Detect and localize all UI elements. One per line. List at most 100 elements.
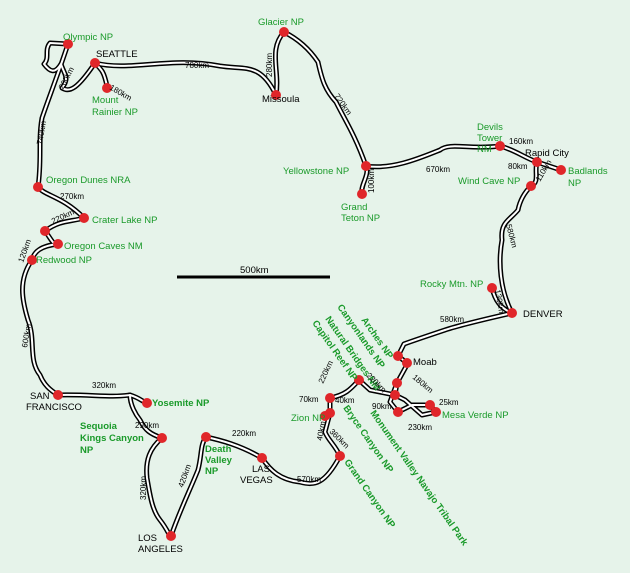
park-wind-cave: Wind Cave NP bbox=[458, 176, 520, 187]
marker-rapid-city bbox=[532, 157, 542, 167]
marker-wind-cave bbox=[526, 181, 536, 191]
distance-label: 280km bbox=[265, 53, 274, 77]
city-moab: Moab bbox=[413, 357, 437, 368]
park-devils-tower: NM bbox=[477, 144, 492, 155]
marker-oregon-dunes bbox=[33, 182, 43, 192]
distance-label: 70km bbox=[299, 395, 319, 404]
park-badlands: NP bbox=[568, 178, 581, 189]
distance-label: 580km bbox=[440, 315, 464, 324]
marker-capitol-reef bbox=[354, 375, 364, 385]
scale-bar-label: 500km bbox=[240, 265, 269, 276]
distance-label: 320km bbox=[139, 476, 148, 500]
park-teton: Teton NP bbox=[341, 213, 380, 224]
distance-label: 160km bbox=[509, 137, 533, 146]
city-san-francisco: FRANCISCO bbox=[26, 402, 82, 413]
city-san-francisco: SAN bbox=[30, 391, 50, 402]
park-zion: Zion NP bbox=[291, 413, 325, 424]
marker-death-valley bbox=[201, 432, 211, 442]
distance-label: 570km bbox=[297, 475, 321, 484]
city-las-vegas: LAS bbox=[252, 464, 270, 475]
park-death-valley: Death bbox=[205, 444, 232, 455]
road-segment bbox=[397, 312, 513, 364]
park-mesa-verde: Mesa Verde NP bbox=[442, 410, 509, 421]
marker-monument-valley bbox=[393, 407, 403, 417]
marker-crater-lake-2 bbox=[40, 226, 50, 236]
park-devils-tower: Devils bbox=[477, 122, 503, 133]
marker-grand-canyon bbox=[335, 451, 345, 461]
park-death-valley: NP bbox=[205, 466, 219, 477]
park-devils-tower: Tower bbox=[477, 133, 502, 144]
marker-bryce-2 bbox=[325, 408, 335, 418]
park-crater-lake: Crater Lake NP bbox=[92, 215, 157, 226]
marker-mesa-verde bbox=[425, 400, 435, 410]
distance-label: 40km bbox=[315, 420, 327, 441]
park-teton: Grand bbox=[341, 202, 367, 213]
marker-rocky bbox=[487, 283, 497, 293]
city-labels: SEATTLE Missoula Rapid City DENVER Moab … bbox=[26, 49, 569, 555]
marker-sequoia bbox=[157, 433, 167, 443]
marker-bryce bbox=[325, 393, 335, 403]
distance-label: 40km bbox=[335, 396, 355, 405]
distance-label: 230km bbox=[408, 423, 432, 432]
distance-label: 320km bbox=[92, 381, 116, 390]
marker-las-vegas bbox=[257, 453, 267, 463]
marker-crater-lake bbox=[79, 213, 89, 223]
distance-label: 600km bbox=[20, 323, 33, 349]
distance-label: 90km bbox=[372, 402, 392, 411]
road-segment bbox=[170, 436, 341, 537]
marker-los-angeles bbox=[166, 531, 176, 541]
park-redwood: Redwood NP bbox=[36, 255, 92, 266]
distance-label: 740km bbox=[35, 120, 48, 146]
park-glacier: Glacier NP bbox=[258, 17, 304, 28]
park-rocky-mountain: Rocky Mtn. NP bbox=[420, 279, 483, 290]
marker-redwood bbox=[27, 255, 37, 265]
park-yosemite: Yosemite NP bbox=[152, 398, 210, 409]
marker-yosemite bbox=[142, 398, 152, 408]
marker-arches bbox=[393, 351, 403, 361]
distance-label: 25km bbox=[439, 398, 459, 407]
marker-moab bbox=[402, 358, 412, 368]
marker-missoula bbox=[271, 90, 281, 100]
marker-devils-tower bbox=[495, 141, 505, 151]
road-segment bbox=[283, 31, 368, 195]
location-markers bbox=[27, 27, 566, 541]
park-sequoia: NP bbox=[80, 445, 94, 456]
city-los-angeles: ANGELES bbox=[138, 544, 183, 555]
park-badlands: Badlands bbox=[568, 166, 608, 177]
distance-label: 780km bbox=[185, 61, 209, 70]
park-sequoia: Sequoia bbox=[80, 421, 118, 432]
park-rainier: Mount bbox=[92, 95, 119, 106]
park-death-valley: Valley bbox=[205, 455, 233, 466]
city-missoula: Missoula bbox=[262, 94, 300, 105]
park-oregon-dunes: Oregon Dunes NRA bbox=[46, 175, 131, 186]
park-oregon-caves: Oregon Caves NM bbox=[64, 241, 143, 252]
distance-label: 290km bbox=[135, 421, 159, 430]
marker-canyonlands bbox=[392, 378, 402, 388]
marker-rainier bbox=[102, 83, 112, 93]
road-segment bbox=[365, 145, 562, 171]
marker-natural-bridges bbox=[390, 390, 400, 400]
road-segment bbox=[129, 394, 172, 538]
marker-denver bbox=[507, 308, 517, 318]
distance-label: 80km bbox=[508, 162, 528, 171]
marker-badlands bbox=[556, 165, 566, 175]
city-las-vegas: VEGAS bbox=[240, 475, 273, 486]
marker-olympic bbox=[63, 39, 73, 49]
city-seattle: SEATTLE bbox=[96, 49, 138, 60]
park-rainier: Rainier NP bbox=[92, 107, 138, 118]
distance-label: 130km bbox=[493, 289, 506, 315]
marker-mesa-verde-2 bbox=[431, 407, 441, 417]
park-sequoia: Kings Canyon bbox=[80, 433, 144, 444]
road-segment bbox=[21, 259, 148, 404]
marker-teton bbox=[357, 189, 367, 199]
distance-label: 100km bbox=[367, 169, 376, 193]
distance-label: 220km bbox=[232, 429, 256, 438]
park-yellowstone: Yellowstone NP bbox=[283, 166, 349, 177]
marker-seattle bbox=[90, 58, 100, 68]
city-denver: DENVER bbox=[523, 309, 563, 320]
city-rapid-city: Rapid City bbox=[525, 148, 569, 159]
marker-yellowstone bbox=[361, 161, 371, 171]
city-los-angeles: LOS bbox=[138, 533, 157, 544]
